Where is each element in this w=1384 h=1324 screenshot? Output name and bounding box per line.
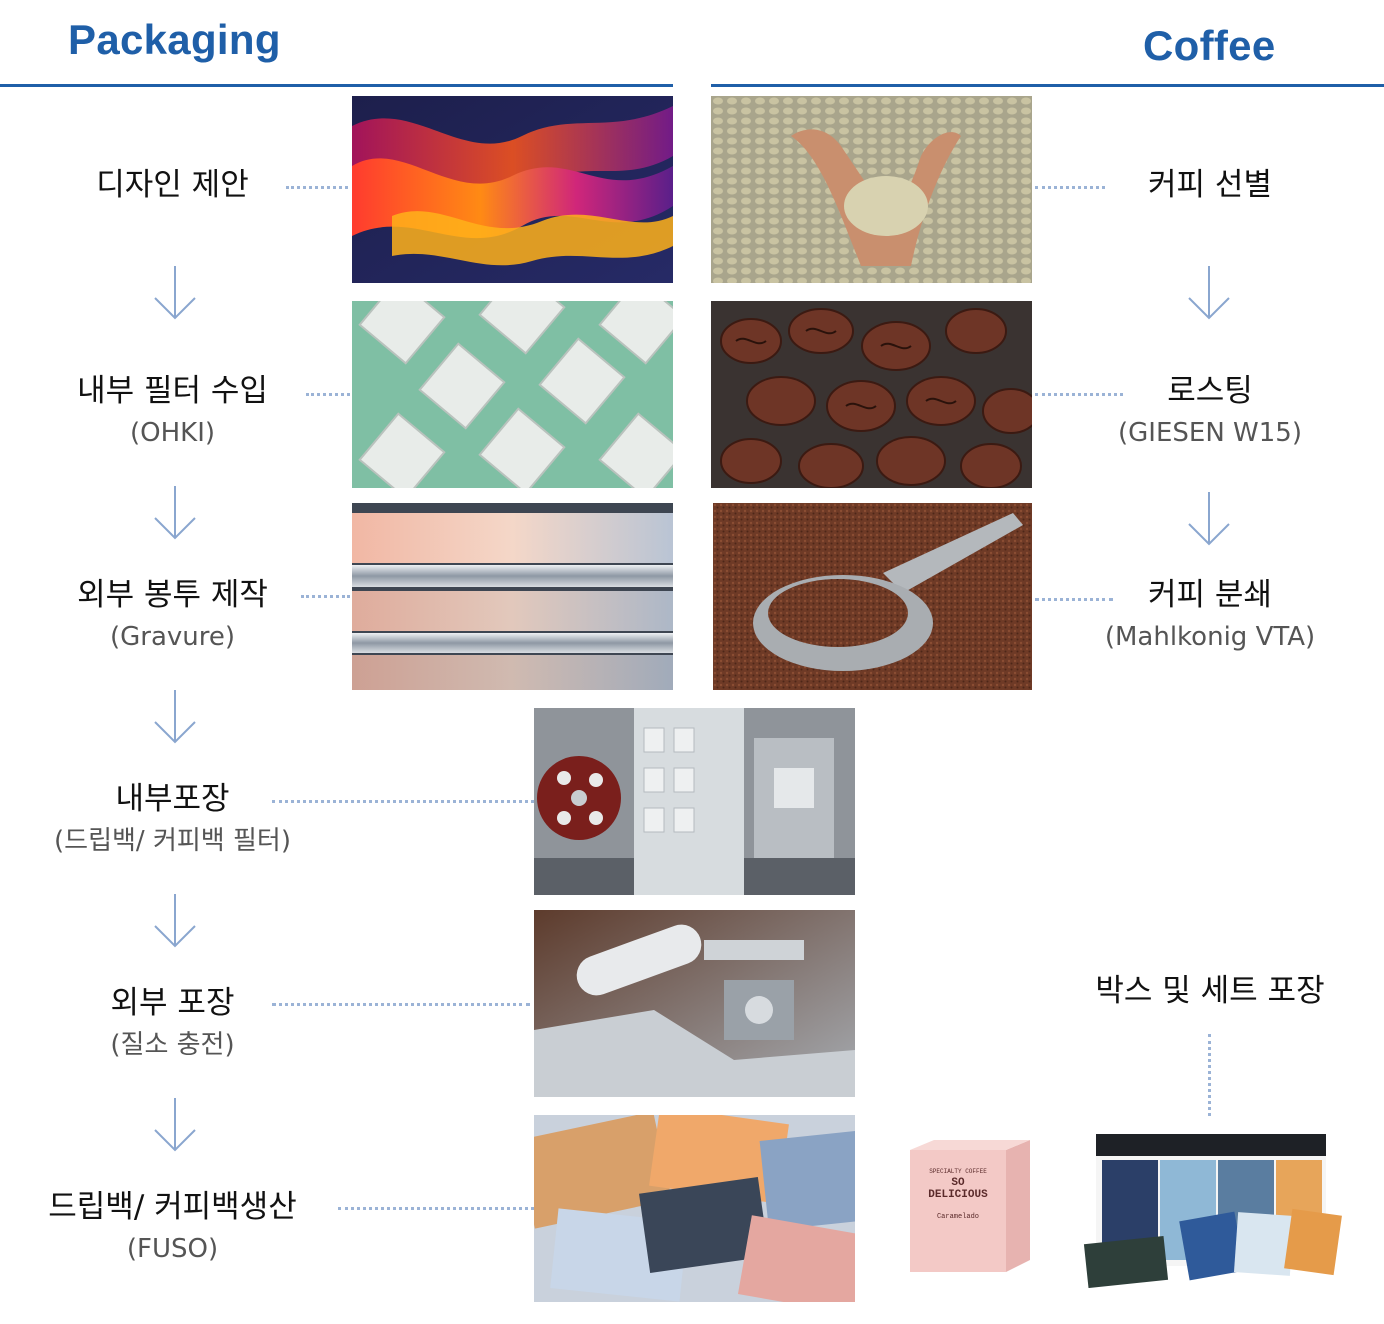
step-subtitle: (Gravure) xyxy=(109,621,236,652)
step-subtitle: (GIESEN W15) xyxy=(1118,417,1302,448)
coffee-header: Coffee xyxy=(1143,22,1276,69)
connector-dots xyxy=(1035,598,1113,601)
packaging-step-design: 디자인 제안 xyxy=(0,166,345,205)
packaging-header-rule xyxy=(0,84,673,87)
inner-packing-image xyxy=(534,708,855,895)
connector-dots xyxy=(1035,393,1123,396)
step-subtitle: (FUSO) xyxy=(126,1233,219,1264)
step-title: 드립백/ 커피백생산 xyxy=(48,1189,297,1225)
step-title: 외부 포장 xyxy=(110,985,235,1021)
step-title: 로스팅 xyxy=(1167,373,1253,409)
step-title: 내부 필터 수입 xyxy=(77,373,268,409)
arrow-down-icon xyxy=(1186,264,1232,322)
step-title: 디자인 제안 xyxy=(96,167,249,203)
packaging-step-production: 드립백/ 커피백생산 (FUSO) xyxy=(0,1188,345,1267)
coffee-step-box-packing: 박스 및 세트 포장 xyxy=(1040,972,1380,1011)
coffee-step-selection: 커피 선별 xyxy=(1040,166,1380,205)
connector-dots xyxy=(301,595,350,598)
step-subtitle: (Mahlkonig VTA) xyxy=(1104,621,1316,652)
packaging-step-outer-pack: 외부 포장 (질소 충전) xyxy=(0,984,345,1063)
arrow-down-icon xyxy=(152,892,198,950)
packaging-step-outer-pouch: 외부 봉투 제작 (Gravure) xyxy=(0,576,345,655)
connector-dots xyxy=(306,393,350,396)
step-title: 커피 선별 xyxy=(1148,167,1272,203)
design-proposal-image xyxy=(352,96,673,283)
connector-dots-vertical xyxy=(1208,1034,1211,1116)
arrow-down-icon xyxy=(152,484,198,542)
packaging-step-inner-pack: 내부포장 (드립백/ 커피백 필터) xyxy=(0,780,345,859)
step-subtitle: (드립백/ 커피백 필터) xyxy=(54,825,291,856)
arrow-down-icon xyxy=(152,1096,198,1154)
arrow-down-icon xyxy=(152,264,198,322)
box-headline-1: SO xyxy=(951,1177,965,1189)
box-headline-2: DELICIOUS xyxy=(928,1189,988,1202)
coffee-header-rule xyxy=(711,84,1384,87)
connector-dots xyxy=(272,800,534,803)
packaging-step-inner-filter: 내부 필터 수입 (OHKI) xyxy=(0,372,345,451)
packaging-header: Packaging xyxy=(68,16,281,63)
gravure-image xyxy=(352,503,673,690)
grinding-image xyxy=(713,503,1032,690)
connector-dots xyxy=(286,186,348,189)
step-title: 커피 분쇄 xyxy=(1148,577,1272,613)
connector-dots xyxy=(1035,186,1105,189)
coffee-selection-image xyxy=(711,96,1032,283)
step-subtitle: (OHKI) xyxy=(129,417,216,448)
box-brand-line: SPECIALTY COFFEE xyxy=(929,1168,987,1175)
dripbag-production-image xyxy=(534,1115,855,1302)
outer-packing-image xyxy=(534,910,855,1097)
arrow-down-icon xyxy=(1186,490,1232,548)
step-subtitle: (질소 충전) xyxy=(110,1029,235,1060)
box-flavor: Caramelado xyxy=(936,1213,979,1222)
step-title: 내부포장 xyxy=(115,781,230,817)
gift-set-image xyxy=(1076,1130,1344,1288)
coffee-step-grinding: 커피 분쇄 (Mahlkonig VTA) xyxy=(1040,576,1380,655)
connector-dots xyxy=(338,1207,534,1210)
step-title: 외부 봉투 제작 xyxy=(77,577,268,613)
connector-dots xyxy=(272,1003,530,1006)
step-title: 박스 및 세트 포장 xyxy=(1095,973,1325,1009)
arrow-down-icon xyxy=(152,688,198,746)
coffee-step-roasting: 로스팅 (GIESEN W15) xyxy=(1040,372,1380,451)
inner-filter-image xyxy=(352,301,673,488)
roasting-image xyxy=(711,301,1032,488)
product-box: SPECIALTY COFFEE SO DELICIOUS Caramelado xyxy=(910,1140,1030,1272)
